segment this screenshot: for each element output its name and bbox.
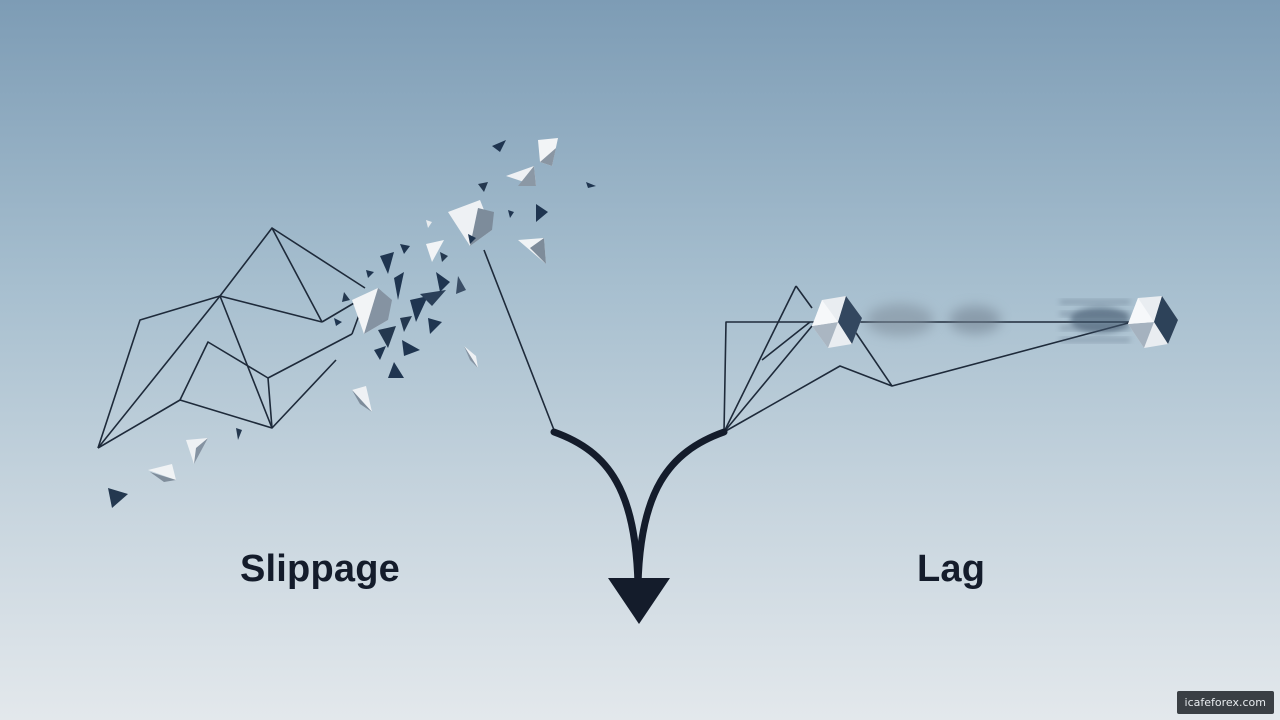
connector-lines — [483, 249, 555, 431]
branching-arrow — [550, 428, 728, 624]
lag-label: Lag — [917, 548, 986, 590]
shattered-fragments — [108, 138, 596, 508]
lag-node-trailing — [1128, 296, 1178, 348]
lag-wireframe — [723, 285, 1134, 433]
watermark: icafeforex.com — [1176, 691, 1274, 714]
arrow-head — [608, 578, 670, 624]
motion-blur-trail — [866, 300, 1130, 342]
slippage-wireframe — [97, 227, 367, 449]
slippage-label: Slippage — [240, 548, 400, 590]
lag-node-leading — [812, 296, 862, 348]
